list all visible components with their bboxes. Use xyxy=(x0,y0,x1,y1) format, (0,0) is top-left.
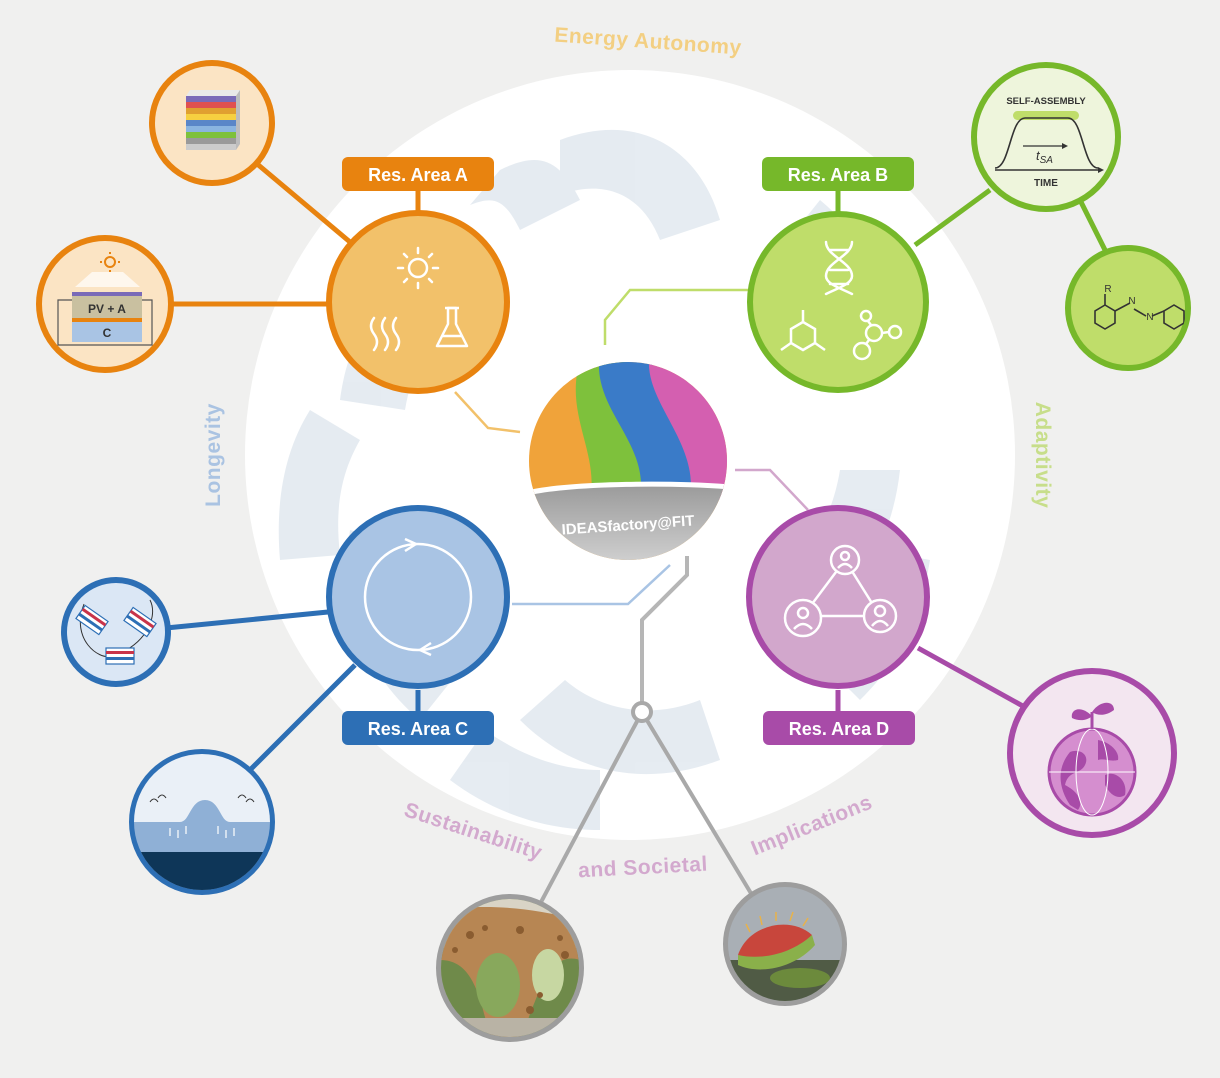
time-axis-label: TIME xyxy=(1034,178,1058,189)
theme-longevity: Longevity xyxy=(202,403,225,507)
theme-adaptivity: Adaptivity xyxy=(1031,402,1054,509)
area-b-label: Res. Area B xyxy=(788,165,888,185)
area-a-label: Res. Area A xyxy=(368,165,468,185)
pv-layer-label: PV + A xyxy=(88,302,126,316)
n1-label: N xyxy=(1128,296,1135,307)
r-group-label: R xyxy=(1104,284,1111,295)
layer-stack-satellite[interactable] xyxy=(152,63,272,183)
area-d-label: Res. Area D xyxy=(789,719,889,739)
membrane-satellite[interactable] xyxy=(130,752,275,900)
molecule-satellite[interactable]: R N N xyxy=(1068,248,1188,368)
self-assembly-satellite[interactable]: SELF-ASSEMBLY tSA TIME xyxy=(974,65,1118,209)
theme-and-societal: and Societal xyxy=(578,853,709,883)
pv-cell-satellite[interactable]: PV + A C xyxy=(39,238,171,370)
theme-energy-autonomy: Energy Autonomy xyxy=(554,23,743,59)
n2-label: N xyxy=(1146,312,1153,323)
self-assembly-title: SELF-ASSEMBLY xyxy=(1006,96,1086,107)
junction-node xyxy=(633,703,651,721)
c-layer-label: C xyxy=(103,326,112,340)
plant-photo-satellite[interactable] xyxy=(725,885,845,1005)
area-c-label: Res. Area C xyxy=(368,719,468,739)
architecture-photo-satellite[interactable] xyxy=(439,897,581,1040)
coil-satellite[interactable] xyxy=(64,580,168,684)
globe-satellite[interactable] xyxy=(1010,671,1174,835)
layer-stack-icon xyxy=(186,90,240,150)
